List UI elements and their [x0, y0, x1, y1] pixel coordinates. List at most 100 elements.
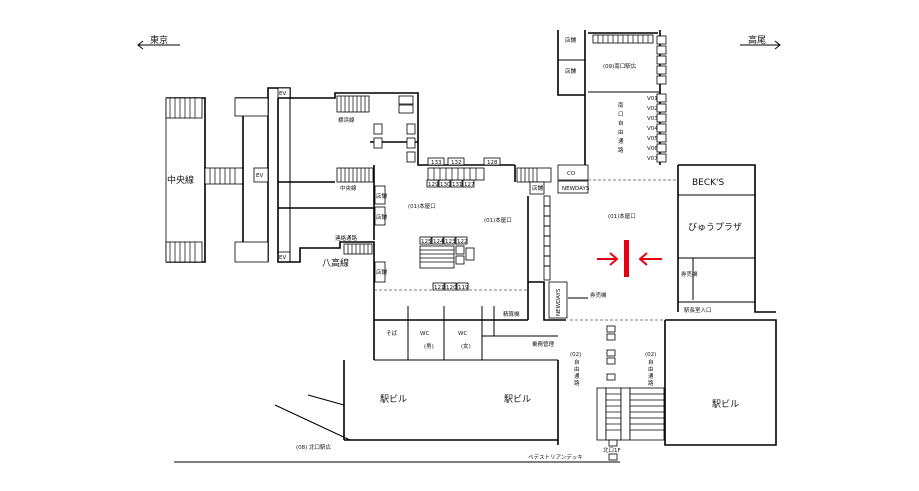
svg-text:路: 路 — [618, 146, 624, 154]
svg-text:自: 自 — [574, 358, 580, 366]
svg-text:122: 122 — [457, 239, 468, 245]
svg-text:V07: V07 — [647, 156, 658, 162]
svg-text:119: 119 — [458, 285, 469, 291]
svg-text:125: 125 — [421, 239, 432, 245]
station-buildings: 駅ビル 駅ビル 駅ビル (08) 北口駅広 ペデストリアンデッキ — [174, 319, 777, 463]
north-stairs — [596, 387, 665, 441]
svg-text:V01: V01 — [647, 96, 658, 102]
yokohama-line-area: 横浜線 — [336, 95, 416, 163]
kippu-label: 券売機 — [590, 291, 607, 299]
eki-bldg-1-label: 駅ビル — [380, 394, 407, 405]
eki-bldg-3-label: 駅ビル — [712, 399, 739, 410]
stair-center — [419, 245, 475, 269]
deck-label: ペデストリアンデッキ — [528, 453, 583, 461]
joumu-label: 乗務管理 — [532, 340, 555, 348]
lower-concourse: そば WC (男) WC (女) 精算機 乗務管理 — [373, 306, 558, 361]
svg-text:口: 口 — [618, 111, 624, 118]
renraku-label: 連絡通路 — [335, 234, 358, 242]
north-free-passage: (02) 自 由 通 路 (02) 自 由 通 路 — [570, 325, 665, 461]
wc-men-label: WC — [420, 331, 429, 337]
eki-bldg-2-label: 駅ビル — [504, 394, 531, 405]
svg-text:自: 自 — [648, 358, 654, 366]
north-plaza-label: (08) 北口駅広 — [296, 443, 332, 451]
wc-women-sub-label: (女) — [461, 342, 471, 350]
stair — [165, 97, 244, 263]
north-floor-label: 北口1F — [603, 446, 621, 454]
south-shop1-label: 店舗 — [565, 36, 577, 44]
direction-tokyo-label: 東京 — [150, 34, 168, 46]
svg-text:南: 南 — [618, 101, 624, 109]
svg-text:通: 通 — [574, 372, 580, 380]
co-label: CO — [567, 171, 576, 177]
chuo-line-area: 中央線 店舗 店舗 — [336, 167, 388, 226]
board-row-top: 133 132 128 — [427, 157, 501, 166]
svg-text:129: 129 — [428, 182, 439, 188]
wc-women-label: WC — [458, 331, 467, 337]
hachiko-line-area: 連絡通路 八高線 店舗 — [322, 234, 388, 283]
shop-label: 店舗 — [376, 192, 388, 200]
line-hachiko-label: 八高線 — [322, 257, 349, 269]
svg-text:V04: V04 — [647, 126, 658, 132]
direction-takao-label: 高尾 — [748, 34, 766, 46]
seisan-label: 精算機 — [503, 310, 520, 318]
svg-text:通: 通 — [618, 137, 624, 145]
direction-takao: 高尾 — [740, 34, 781, 50]
line-chuo-label: 中央線 — [340, 184, 357, 192]
elevator-label: EV — [279, 91, 286, 97]
newdays-side: NEWDAYS 券売機 — [548, 281, 665, 321]
stair-mid — [427, 167, 485, 181]
shop-label: 店舗 — [376, 213, 388, 221]
svg-text:124: 124 — [433, 239, 444, 245]
free-left-label: (02) 自 由 通 路 — [570, 352, 581, 387]
svg-text:路: 路 — [574, 379, 580, 387]
svg-text:128: 128 — [487, 160, 498, 166]
shop-label: 店舗 — [376, 268, 388, 276]
central-concourse: (01)本屋口 (01)本屋口 133 132 128 129 130 131 … — [374, 157, 566, 321]
svg-text:(02): (02) — [645, 352, 656, 358]
south-plaza-label: (09)南口駅広 — [603, 62, 637, 70]
svg-text:127: 127 — [464, 182, 475, 188]
elevator-label: EV — [256, 173, 263, 179]
newdays-side-label: NEWDAYS — [556, 288, 562, 316]
svg-text:由: 由 — [574, 365, 580, 373]
svg-text:130: 130 — [440, 182, 451, 188]
board-row-mid: 129 130 131 127 — [426, 179, 475, 188]
svg-text:V03: V03 — [647, 116, 658, 122]
uketsuke-label: 券売機 — [681, 270, 698, 278]
concourse-walls — [277, 92, 528, 321]
svg-text:120: 120 — [446, 285, 457, 291]
svg-text:V02: V02 — [647, 106, 658, 112]
soba-label: そば — [386, 329, 398, 337]
south-street-label: 南 口 自 由 通 路 — [618, 101, 624, 154]
viewplaza-label: びゅうプラザ — [688, 222, 742, 233]
line-yokohama-label: 横浜線 — [338, 116, 355, 124]
svg-text:由: 由 — [648, 365, 654, 373]
newdays-top-label: NEWDAYS — [562, 186, 590, 192]
becks-label: BECK'S — [692, 178, 725, 188]
south-area: 店舗 店舗 (09)南口駅広 南 口 自 由 通 路 — [557, 30, 667, 165]
elevator-label: EV — [279, 255, 286, 261]
right-block: BECK'S びゅうプラザ 券売機 駅長室入口 — [677, 164, 776, 314]
right-column-boxes: V01 V02 V03 V04 V05 V06 V07 — [647, 35, 667, 163]
wc-men-sub-label: (男) — [424, 343, 434, 350]
ticket-gates — [543, 195, 551, 281]
top-right-block: 店舗 CO NEWDAYS — [516, 164, 678, 195]
svg-text:(02): (02) — [570, 352, 581, 358]
free-right-label: (02) 自 由 通 路 — [645, 352, 656, 387]
shop-label: 店舗 — [532, 184, 544, 192]
gate-main-right-label: (01)本屋口 — [608, 212, 636, 220]
board-row-bottom: 121 120 119 — [432, 282, 469, 291]
svg-text:V05: V05 — [647, 136, 658, 142]
svg-text:自: 自 — [618, 119, 624, 127]
south-shop2-label: 店舗 — [565, 67, 577, 75]
svg-text:路: 路 — [648, 379, 654, 387]
svg-text:132: 132 — [451, 160, 462, 166]
platform-chuo-left: 中央線 — [165, 97, 244, 263]
direction-tokyo: 東京 — [137, 34, 180, 50]
svg-text:V06: V06 — [647, 146, 658, 152]
svg-text:121: 121 — [434, 285, 445, 291]
svg-text:由: 由 — [618, 128, 624, 136]
board-row-center: 125 124 123 122 — [419, 236, 468, 245]
svg-text:123: 123 — [445, 239, 456, 245]
